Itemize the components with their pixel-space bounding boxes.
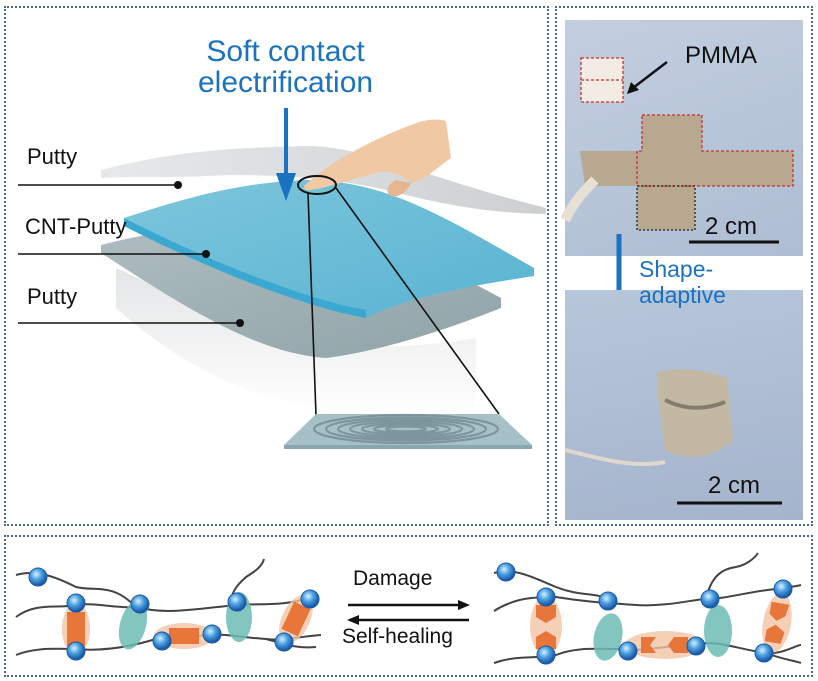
layer-label-cnt-putty: CNT-Putty xyxy=(25,214,127,239)
title-line-2: electrification xyxy=(198,66,374,99)
forward-arrow-icon xyxy=(458,600,470,610)
panel-a-title: Soft contact electrification xyxy=(198,36,373,98)
layer-label-top-putty: Putty xyxy=(27,144,78,169)
reversible-arrows xyxy=(347,600,470,625)
damage-label: Damage xyxy=(353,567,433,590)
panel-self-healing: Damage Self-healing xyxy=(4,535,813,677)
finger-icon xyxy=(303,119,451,191)
cross-sample xyxy=(580,115,793,230)
self-healing-label: Self-healing xyxy=(342,625,453,648)
top-putty-layer xyxy=(101,146,546,214)
pmma-label: PMMA xyxy=(685,42,757,69)
panel-soft-contact-electrification: Soft contact electrification xyxy=(4,6,549,526)
layer-stack-illustration xyxy=(18,108,546,449)
cnt-putty-layer xyxy=(124,180,534,318)
fingerprint-pattern xyxy=(312,413,500,445)
arrow-label-line-1: Shape- xyxy=(639,256,714,282)
scale-label-top: 2 cm xyxy=(705,213,758,240)
photo-before: PMMA 2 cm xyxy=(560,20,803,256)
reverse-arrow-icon xyxy=(347,615,359,625)
down-arrow-icon xyxy=(276,173,296,201)
cube-sample xyxy=(657,369,733,457)
leader-dot xyxy=(236,319,244,327)
panel-shape-adaptive: PMMA 2 cm 2 cm Shape- adaptive xyxy=(555,6,813,526)
leader-dot xyxy=(202,250,210,258)
arrow-label-line-2: adaptive xyxy=(639,282,726,308)
zoom-circle xyxy=(297,175,337,195)
photo-after: 2 cm xyxy=(564,290,803,520)
crosslink-nodes xyxy=(28,567,320,661)
leader-dot xyxy=(174,181,182,189)
wire xyxy=(564,448,666,467)
layer-label-bottom-putty: Putty xyxy=(27,284,78,309)
polymer-network-diagram xyxy=(15,552,802,665)
broken-bonds xyxy=(530,593,792,661)
title-line-1: Soft contact xyxy=(206,35,365,68)
pointer-arrow-icon xyxy=(627,82,639,94)
crosslink-nodes-right xyxy=(496,562,793,665)
shape-adaptive-label: Shape- adaptive xyxy=(639,256,726,308)
scale-label-bottom: 2 cm xyxy=(708,472,761,499)
